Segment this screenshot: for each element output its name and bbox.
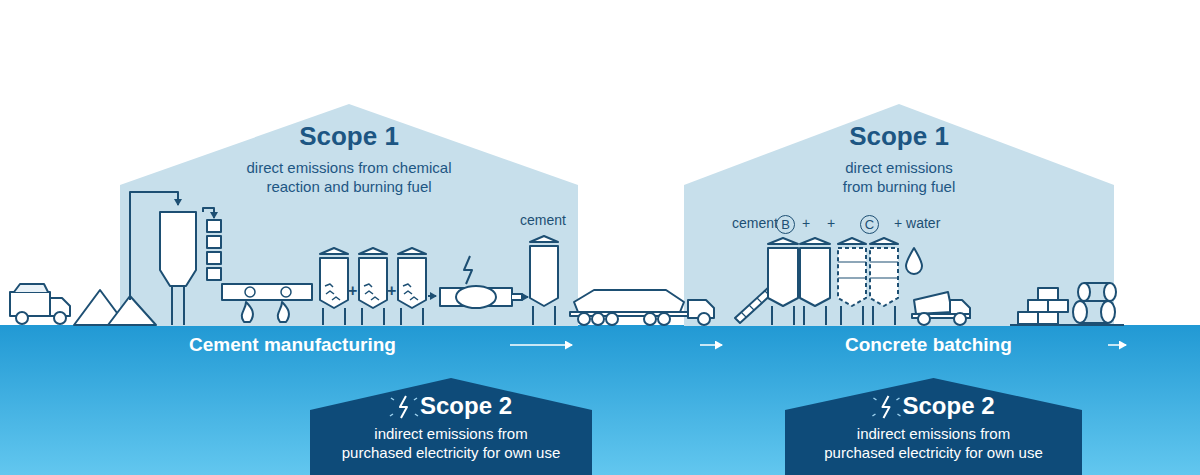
scope-description: direct emissions from chemical reaction …: [199, 158, 499, 197]
scope-heading: Scope 1: [849, 122, 949, 152]
material-label: + water: [894, 216, 940, 231]
stage-label: Cement manufacturing: [189, 335, 396, 356]
scope-description: direct emissions from burning fuel: [824, 158, 974, 197]
scope-description: indirect emissions from purchased electr…: [803, 424, 1065, 463]
ingredient-badge: C: [860, 215, 879, 234]
material-label: +: [827, 216, 835, 231]
material-label: cement: [732, 216, 778, 231]
scope-description: indirect emissions from purchased electr…: [320, 424, 582, 463]
scope-heading: Scope 2: [872, 392, 994, 420]
scope-house-dark: Scope 2 indirect emissions from purchased…: [310, 378, 592, 475]
material-label: +: [802, 216, 810, 231]
material-label: cement: [520, 213, 566, 228]
ingredient-badge: B: [776, 215, 795, 234]
scope-house: Scope 1 direct emissions from burning fue…: [684, 104, 1114, 326]
material-label: +: [348, 282, 357, 300]
scope-house-dark: Scope 2 indirect emissions from purchased…: [785, 378, 1082, 475]
scope-heading: Scope 1: [299, 122, 399, 152]
material-label: +: [387, 282, 396, 300]
scope-heading: Scope 2: [390, 392, 512, 420]
stage-label: Concrete batching: [845, 335, 1012, 356]
